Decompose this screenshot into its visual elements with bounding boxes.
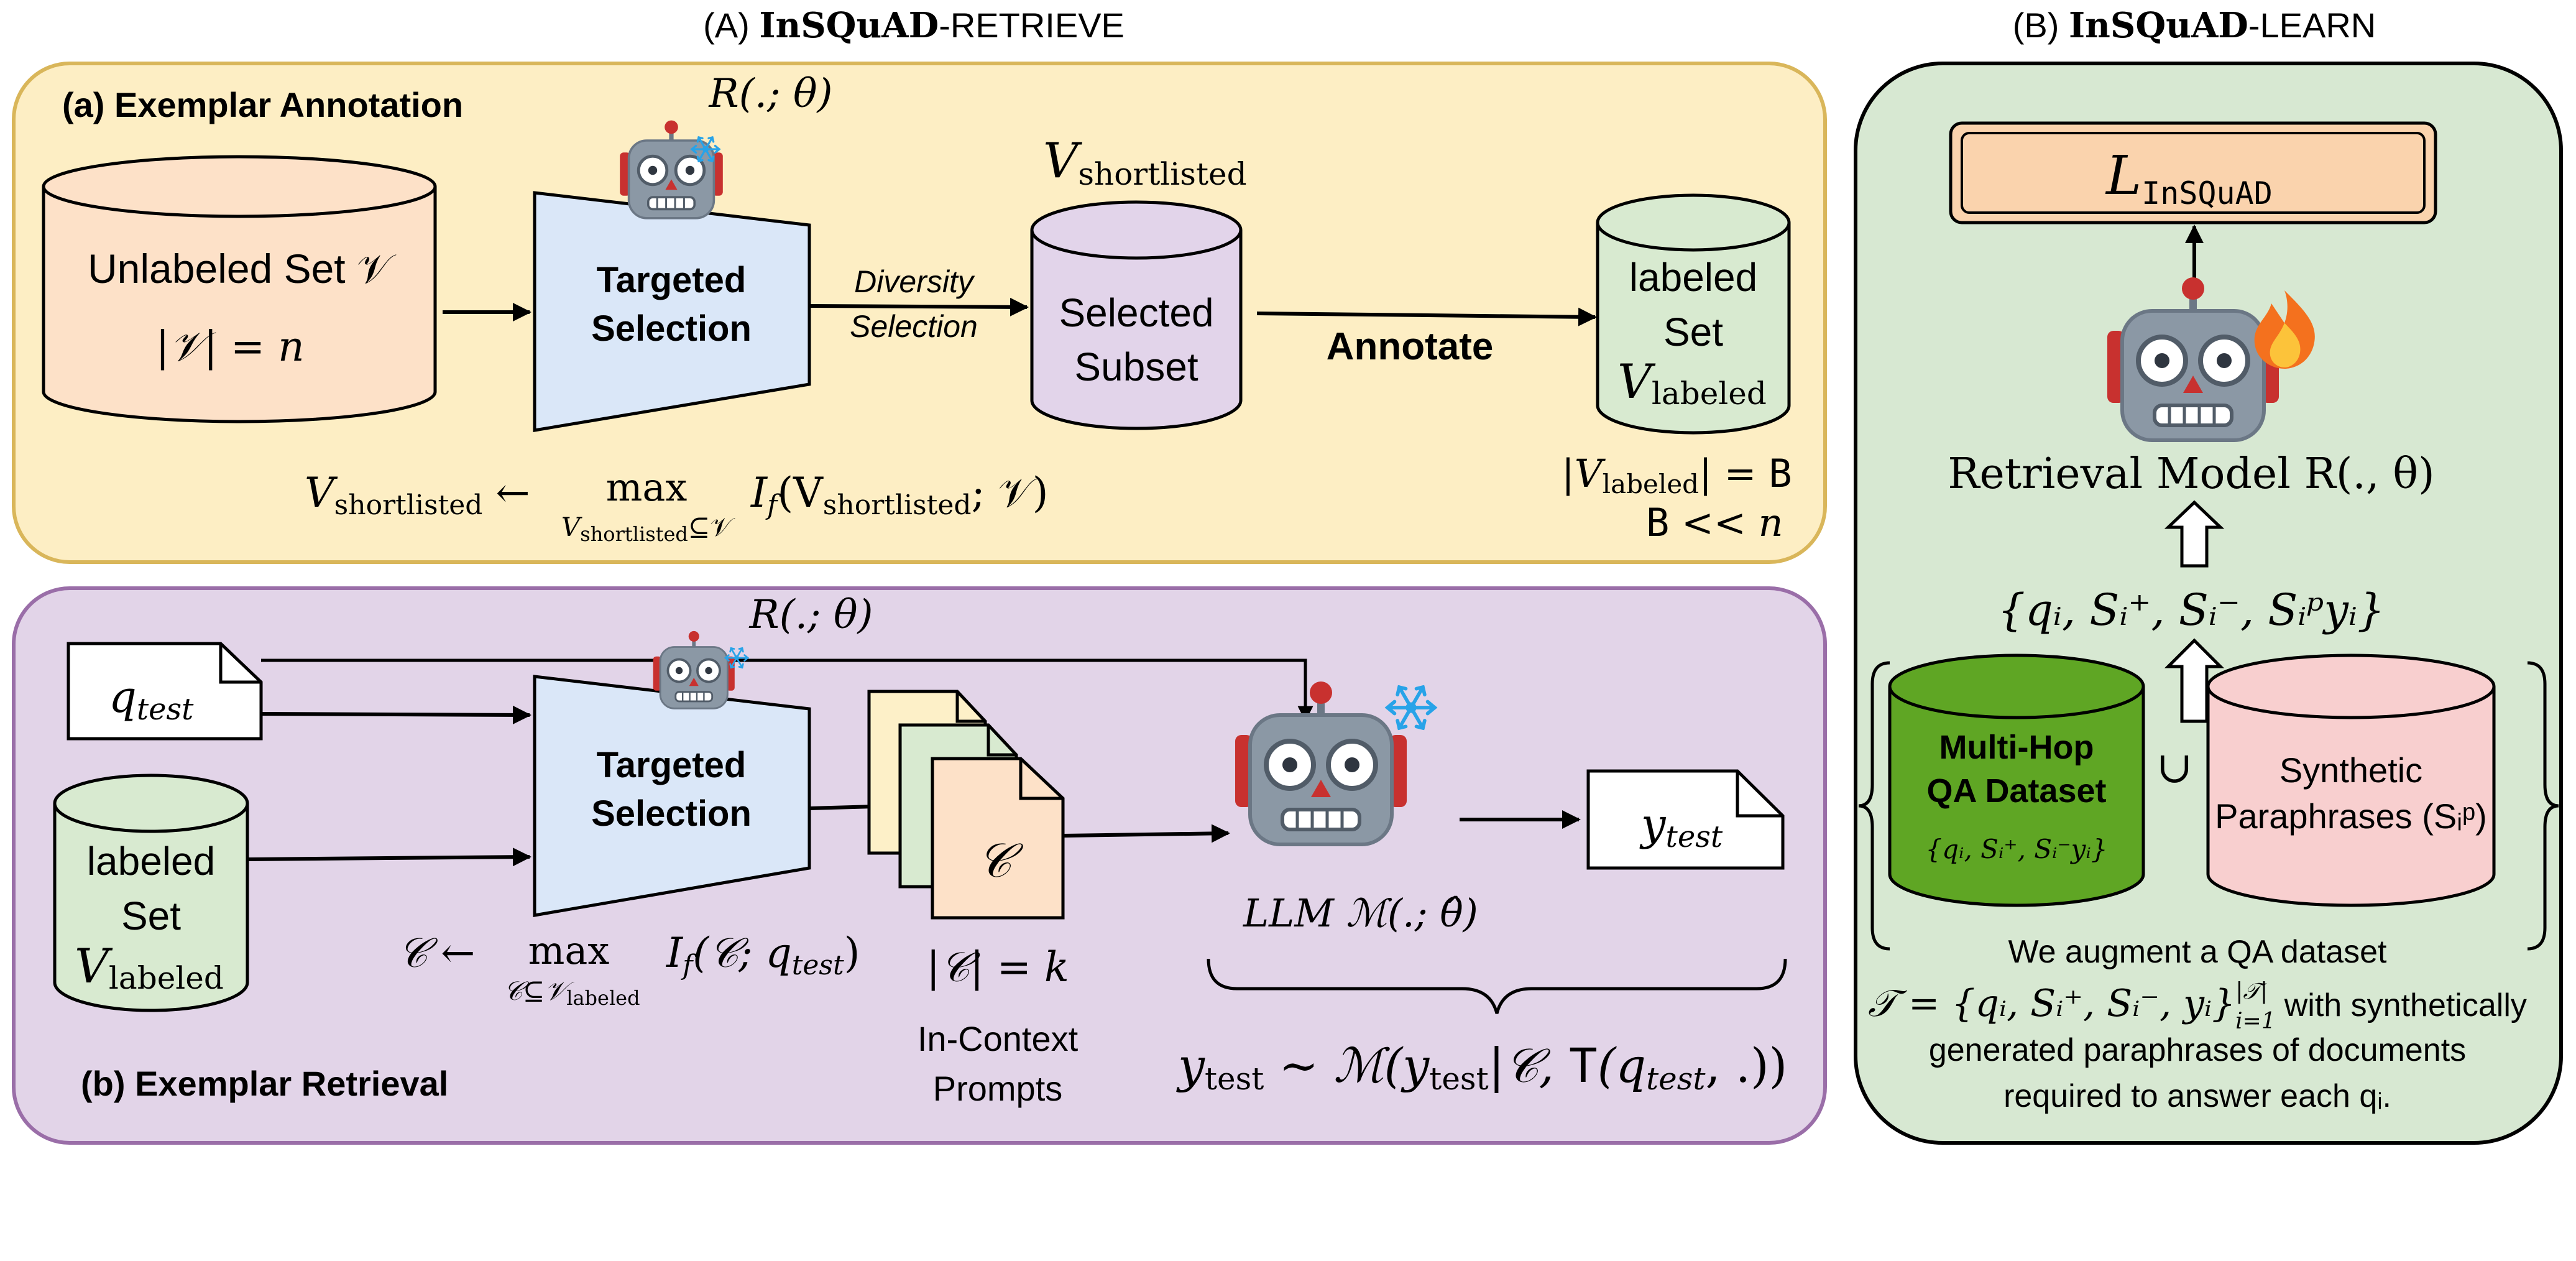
annotate-label: Annotate	[1327, 325, 1494, 368]
retriever-label-b: R(.; θ)	[749, 592, 873, 638]
targeted-selection-a-line1: Targeted	[597, 260, 747, 300]
right-brace	[2527, 661, 2559, 951]
diversity-label-line2: Selection	[850, 309, 978, 344]
retriever-label-a: R(.; θ)	[709, 71, 833, 117]
arrow-qtest-to-llm	[261, 658, 1313, 722]
budget-relation: B << n	[1646, 500, 1783, 545]
union-symbol: ∪	[2156, 742, 2193, 793]
multihop-line3: {qᵢ, Sᵢ⁺, Sᵢ⁻yᵢ}	[1925, 834, 2107, 864]
labeled-set-b-line2: Set	[121, 894, 181, 938]
ytest-label: ytest	[1639, 799, 1723, 854]
selected-subset-line1: Selected	[1059, 290, 1213, 335]
arrow-labeled-to-selector	[247, 848, 531, 867]
loss-box: LInSQuAD	[1949, 121, 2437, 224]
targeted-selection-b-line1: Targeted	[597, 745, 747, 785]
labeled-set-a-v: Vlabeled	[1617, 354, 1767, 412]
annotation-title: (a) Exemplar Annotation	[62, 85, 463, 124]
prompts-label-line2: Prompts	[933, 1069, 1063, 1108]
hollow-arrow-to-model	[2164, 500, 2225, 568]
labeled-set-b-v: Vlabeled	[75, 938, 224, 996]
unlabeled-set-cylinder: Unlabeled Set 𝒱 |𝒱| = n	[42, 155, 437, 423]
multihop-dataset-cylinder: Multi-Hop QA Dataset {qᵢ, Sᵢ⁺, Sᵢ⁻yᵢ}	[1888, 654, 2145, 907]
prompts-label-line1: In-Context	[918, 1019, 1079, 1058]
targeted-selection-b: Targeted Selection	[533, 675, 811, 917]
retrieve-header: (A) InSQuAD-RETRIEVE	[703, 5, 1125, 46]
labeled-set-a-line2: Set	[1663, 310, 1723, 354]
retrieval-model-label: Retrieval Model R(., θ)	[1948, 450, 2434, 499]
labeled-set-cylinder-b: labeled Set Vlabeled	[53, 774, 249, 1012]
output-brace	[1207, 958, 1787, 1014]
targeted-selection-a: Targeted Selection	[533, 191, 811, 432]
targeted-selection-a-line2: Selection	[591, 308, 752, 349]
arrow-annotate	[1256, 307, 1597, 326]
multihop-line1: Multi-Hop	[1939, 729, 2094, 766]
context-formula-max-sub: 𝒞⊆𝒱labeled	[504, 976, 640, 1010]
learn-desc-line3: generated paraphrases of documents	[1929, 1032, 2466, 1068]
selected-subset-cylinder: Selected Subset	[1030, 200, 1243, 430]
loss-label: LInSQuAD	[2105, 145, 2273, 211]
budget-constraint: |Vlabeled| = B	[1562, 451, 1792, 499]
shortlist-formula: Vshortlisted ←	[305, 469, 530, 521]
shortlisted-label: Vshortlisted	[1043, 133, 1247, 192]
synthetic-line1: Synthetic	[2279, 751, 2422, 790]
arrow-qtest-to-selector	[260, 705, 531, 724]
diversity-label-line1: Diversity	[854, 264, 975, 299]
annotation-panel	[12, 62, 1827, 564]
labeled-set-cylinder-a: labeled Set Vlabeled	[1596, 193, 1791, 435]
context-formula-rhs: If(𝒞; qtest)	[666, 929, 860, 981]
labeled-set-a-line1: labeled	[1629, 255, 1757, 300]
arrow-context-to-llm	[1062, 824, 1230, 843]
arrow-selector-to-subset	[809, 297, 1029, 316]
context-document-stack: 𝒞	[867, 690, 1065, 920]
targeted-selection-b-line2: Selection	[591, 793, 752, 834]
qtest-document: qtest	[67, 642, 263, 741]
context-formula-lhs: 𝒞 ←	[398, 929, 475, 977]
synthetic-paraphrases-cylinder: Synthetic Paraphrases (Sᵢᵖ)	[2206, 654, 2496, 907]
unlabeled-set-label: Unlabeled Set 𝒱	[88, 246, 397, 292]
selected-subset-line2: Subset	[1074, 344, 1198, 389]
context-formula-max: max	[528, 928, 610, 973]
learn-header: (B) InSQuAD-LEARN	[2013, 5, 2376, 46]
shortlist-formula-max-sub: Vshortlisted⊆𝒱	[561, 512, 735, 546]
llm-label: LLM ℳ(.; θ̂)	[1243, 890, 1478, 936]
learn-desc-line4: required to answer each qᵢ.	[2003, 1078, 2391, 1114]
training-tuple: {qᵢ, Sᵢ⁺, Sᵢ⁻, Sᵢᵖyᵢ}	[1997, 584, 2385, 635]
left-brace	[1858, 661, 1890, 951]
synthetic-line2: Paraphrases (Sᵢᵖ)	[2215, 797, 2487, 836]
ytest-document: ytest	[1586, 769, 1785, 870]
shortlist-formula-max: max	[606, 464, 688, 510]
output-formula: ytest ∼ ℳ(ytest|𝒞, T(qtest, .))	[1176, 1038, 1787, 1097]
learn-desc-line1: We augment a QA dataset	[2008, 934, 2388, 970]
unlabeled-set-size: |𝒱| = n	[155, 323, 304, 371]
retrieval-title: (b) Exemplar Retrieval	[81, 1064, 448, 1103]
qtest-label: qtest	[109, 672, 194, 727]
multihop-line2: QA Dataset	[1926, 772, 2106, 810]
context-size: |𝒞| = k	[926, 943, 1069, 991]
labeled-set-b-line1: labeled	[87, 839, 215, 884]
shortlist-formula-rhs: If(Vshortlisted; 𝒱)	[750, 469, 1048, 521]
